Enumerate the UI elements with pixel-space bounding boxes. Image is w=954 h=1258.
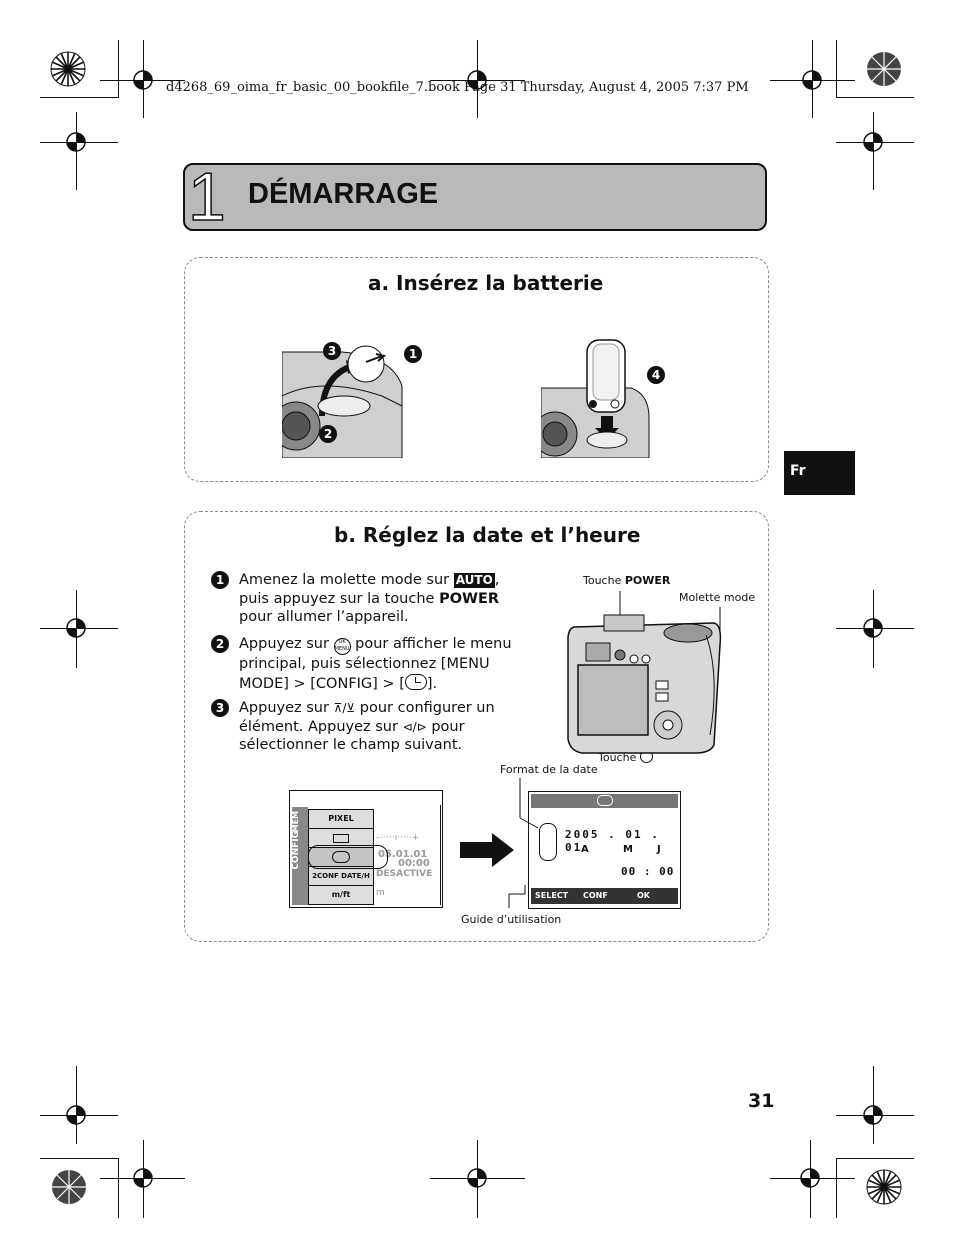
print-header-line: d4268_69_oima_fr_basic_00_bookfile_7.boo… [166, 80, 749, 95]
callout-lines [508, 778, 539, 908]
time-value: 00 : 00 [621, 865, 675, 878]
menu-row-m-ft: m/ft [308, 885, 374, 905]
registration-target-icon [66, 1105, 86, 1125]
registration-target-icon [467, 70, 487, 90]
starburst-target-icon [50, 51, 86, 87]
chapter-title: DÉMARRAGE [248, 178, 439, 210]
config-menu-screen: MEM CONFIG PIXEL MAPPING 2CONF DATE/H m/… [289, 790, 443, 908]
guide-conf: CONF [583, 891, 608, 900]
operation-guide-bar: SELECT CONF OK [531, 888, 678, 904]
brightness-scale: –·····ı·····+ [376, 833, 420, 843]
registration-target-icon [802, 70, 822, 90]
menu-side-tab [292, 807, 308, 905]
starburst-target-icon [52, 1170, 86, 1204]
callout-3: 3 [323, 342, 341, 360]
right-arrow-icon [460, 833, 514, 867]
step-1-post: pour allumer l’appareil. [239, 609, 409, 625]
starburst-target-icon [866, 1169, 902, 1205]
selection-highlight [308, 845, 388, 869]
step-1-mid: , puis appuyez sur la touche [239, 572, 500, 607]
step-1-text: Amenez la molette mode sur AUTO, puis ap… [239, 571, 531, 627]
chapter-number: 1 [187, 158, 226, 236]
step-3-number: 3 [211, 699, 229, 717]
section-b-title: b. Réglez la date et l’heure [334, 523, 641, 547]
step-3-pre: Appuyez sur [239, 700, 334, 716]
menu-value-time: 00:00 [398, 858, 430, 869]
date-screen-header [531, 794, 678, 808]
registration-target-icon [133, 70, 153, 90]
left-right-arrow-icon: ⊲/⊳ [402, 719, 427, 734]
menu-divider [440, 805, 441, 905]
label-molette-mode: Molette mode [679, 591, 756, 604]
label-format-date: Format de la date [500, 763, 598, 776]
step-1-number: 1 [211, 571, 229, 589]
guide-ok: OK [637, 891, 650, 900]
registration-target-icon [467, 1168, 487, 1188]
menu-value-m: m [376, 888, 385, 898]
step-1-pre: Amenez la molette mode sur [239, 572, 454, 588]
section-b-panel [184, 511, 769, 942]
date-order-m: M [623, 844, 633, 855]
clock-icon [404, 673, 427, 690]
date-value: 2005 . 01 . 01 [565, 828, 660, 854]
registration-target-icon [800, 1168, 820, 1188]
callout-1: 1 [404, 345, 422, 363]
chapter-bar [183, 163, 767, 231]
menu-tab-mem: MEM [291, 811, 300, 833]
step-3-text: Appuyez sur ⊼/⊻ pour configurer un éléme… [239, 699, 531, 755]
camera-back-illustration [567, 591, 722, 754]
label-touche-ok-text: Touche [598, 751, 640, 764]
callout-2: 2 [319, 425, 337, 443]
label-touche-power: Touche POWER [583, 574, 670, 587]
menu-row-dual-date: 2CONF DATE/H [308, 866, 374, 886]
battery-cover-illustration [282, 345, 403, 458]
label-touche-power-pre: Touche [583, 574, 625, 587]
label-guide-utilisation: Guide d’utilisation [461, 913, 562, 926]
section-a-title: a. Insérez la batterie [368, 271, 604, 295]
registration-target-icon [863, 618, 883, 638]
up-down-arrow-icon: ⊼/⊻ [333, 701, 356, 715]
step-2-pre: Appuyez sur [239, 636, 334, 652]
date-order-j: J [657, 844, 661, 855]
menu-value-date: 05.01.01 [378, 849, 428, 860]
language-tab: Fr [784, 451, 855, 495]
label-touche-power-bold: POWER [624, 574, 671, 587]
date-format-selector [539, 823, 557, 861]
starburst-target-icon [867, 52, 901, 86]
battery-insert-illustration [541, 339, 650, 458]
registration-target-icon [863, 1105, 883, 1125]
menu-value-desactive: DESACTIVE [376, 869, 433, 879]
menu-row-pixel-mapping: PIXEL MAPPING [308, 809, 374, 841]
registration-target-icon [133, 1168, 153, 1188]
auto-mode-badge: AUTO [453, 573, 495, 588]
step-3-mid: pour configurer un élément. Appuyez sur [239, 700, 495, 735]
registration-target-icon [66, 618, 86, 638]
date-order-a: A [581, 844, 589, 855]
step-2-tail: ]. [426, 675, 438, 692]
callout-4: 4 [647, 366, 665, 384]
section-a-panel [184, 257, 769, 482]
guide-select: SELECT [535, 891, 569, 900]
registration-target-icon [66, 132, 86, 152]
date-setting-screen: 2005 . 01 . 01 A M J 00 : 00 SELECT CONF… [528, 791, 681, 909]
step-1-bold: POWER [439, 590, 500, 607]
step-2-number: 2 [211, 635, 229, 653]
menu-tab-config: CONFIG [291, 831, 301, 870]
registration-target-icon [863, 132, 883, 152]
page-number: 31 [748, 1090, 775, 1112]
step-3-post: pour sélectionner le champ suivant. [239, 718, 465, 754]
step-2-post: pour afficher le menu principal, puis sé… [239, 636, 512, 692]
